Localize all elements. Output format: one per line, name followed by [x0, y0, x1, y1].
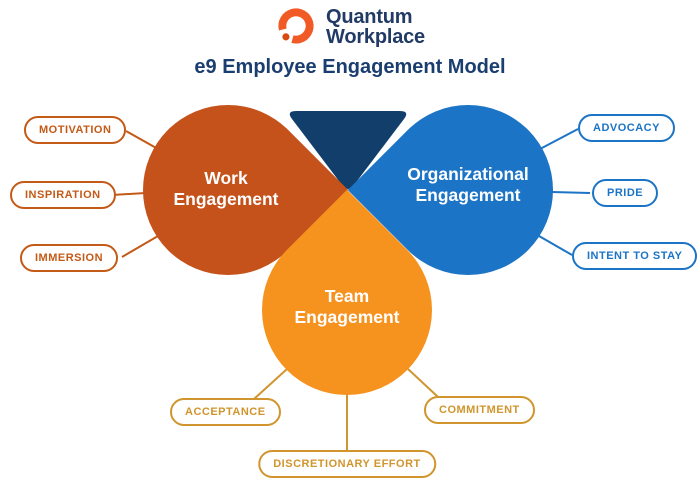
- brand-name-line2: Workplace: [326, 26, 425, 48]
- factor-pill-motivation: MOTIVATION: [24, 116, 127, 144]
- center-top-wedge: [289, 111, 407, 189]
- connector-line: [551, 191, 591, 194]
- connector-line: [538, 235, 573, 256]
- connector-line: [539, 128, 579, 150]
- factor-pill-inspiration: INSPIRATION: [10, 181, 116, 209]
- factor-pill-commitment: COMMITMENT: [424, 396, 535, 424]
- connector-line: [407, 368, 439, 398]
- brand-name-line1: Quantum: [326, 6, 413, 28]
- brand-header: Quantum Workplace: [0, 6, 700, 48]
- factor-pill-intent-to-stay: INTENT TO STAY: [572, 242, 698, 270]
- factor-pill-acceptance: ACCEPTANCE: [170, 398, 281, 426]
- quantum-workplace-logo-icon: [278, 8, 314, 44]
- brand-name: Quantum Workplace: [326, 7, 425, 47]
- factor-pill-immersion: IMMERSION: [20, 244, 119, 272]
- diagram-title: e9 Employee Engagement Model: [194, 56, 506, 78]
- connector-line: [253, 368, 288, 400]
- team-connectors: [253, 368, 439, 451]
- factor-pill-advocacy: ADVOCACY: [578, 114, 675, 142]
- connector-line: [111, 192, 147, 196]
- factor-pill-pride: PRIDE: [592, 179, 659, 207]
- factor-pill-discretionary-effort: DISCRETIONARY EFFORT: [258, 450, 436, 478]
- connector-line: [125, 130, 159, 150]
- org-connectors: [538, 128, 591, 256]
- work-connectors: [111, 130, 159, 258]
- connector-line: [121, 235, 159, 258]
